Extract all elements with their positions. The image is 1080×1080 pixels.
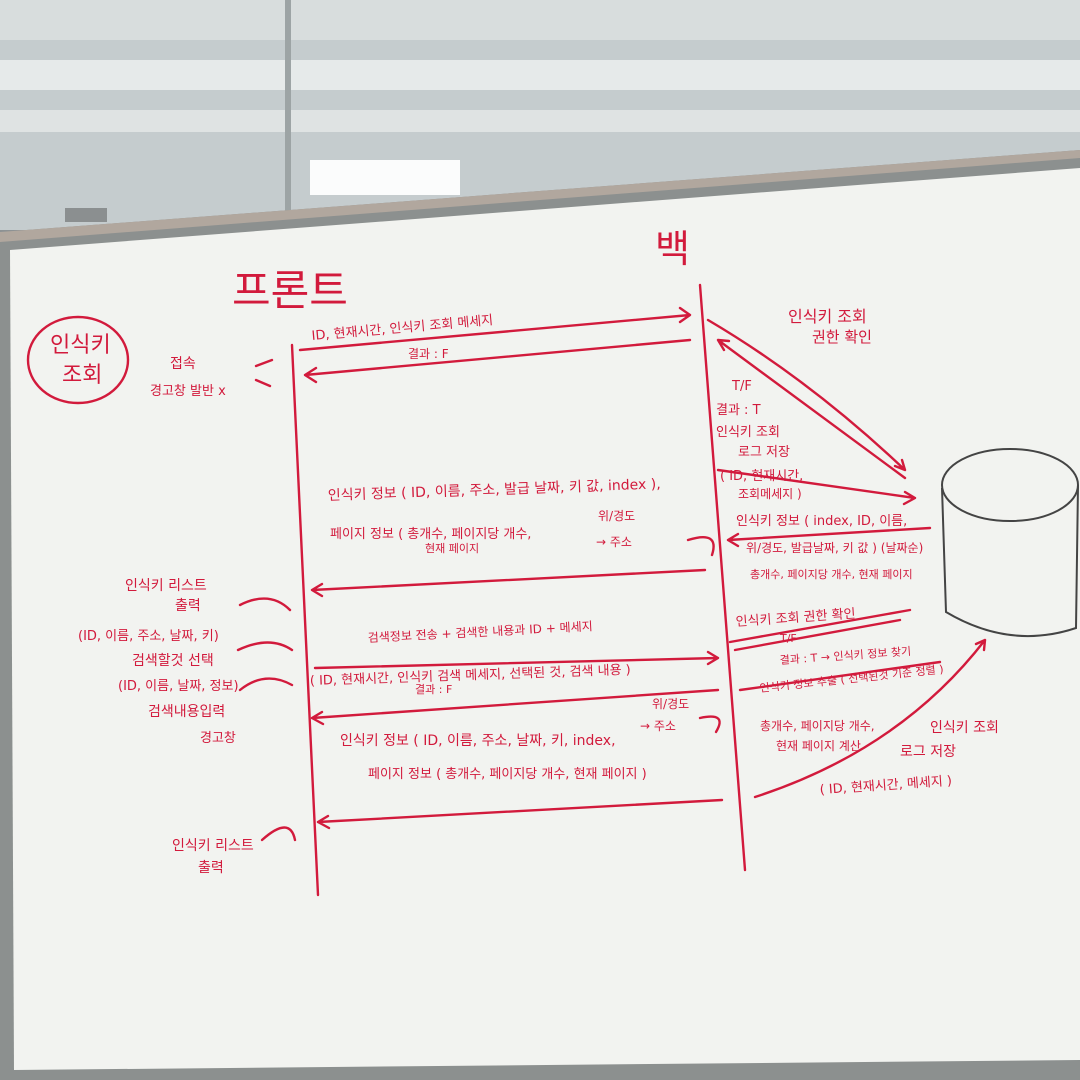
- arrow-request-1: [298, 306, 692, 352]
- back-note-keyinfo-1: 인식키 정보 ( index, ID, 이름,: [736, 514, 907, 529]
- back-note-check-1: 인식키 조회: [788, 307, 867, 326]
- note-input: 검색내용입력: [148, 704, 225, 720]
- arrow-response-2: [310, 568, 707, 598]
- glass-band: [0, 0, 1080, 40]
- msg-address-1: → 주소: [596, 535, 632, 549]
- front-lifeline: [290, 343, 320, 897]
- msg-currentpage-1: 현재 페이지: [425, 542, 479, 555]
- note-output-2: 출력: [198, 860, 224, 876]
- note-connect: 접속: [170, 356, 196, 372]
- loop-front-1: [254, 358, 274, 388]
- arrow-to-db-3: [728, 608, 912, 652]
- back-note-log-2: 로그 저장: [738, 445, 790, 460]
- msg-result-f-1: 결과 : F: [408, 347, 449, 361]
- arrow-request-2: [313, 650, 720, 670]
- loop-back-2: [698, 715, 721, 734]
- note-select: 검색할것 선택: [132, 653, 214, 669]
- circle-outline: [26, 315, 130, 405]
- note-warning-2: 경고창: [200, 731, 236, 746]
- back-note-count-3: 현재 페이지 계산: [776, 739, 861, 753]
- loop-front-4: [238, 677, 294, 692]
- ceiling-light: [310, 160, 460, 195]
- database-body: [941, 484, 1079, 637]
- note-fields-1: (ID, 이름, 주소, 날짜, 키): [78, 629, 219, 644]
- note-fields-2: (ID, 이름, 날짜, 정보): [118, 679, 239, 694]
- note-keylist-1: 인식키 리스트: [125, 578, 207, 594]
- back-note-log-1: 인식키 조회: [716, 425, 780, 440]
- arrow-to-db-2: [716, 468, 917, 506]
- circle-label-1: 인식키: [50, 333, 111, 358]
- board-rail: [0, 150, 1080, 242]
- loop-front-3: [236, 641, 294, 652]
- back-note-count-1: 총개수, 페이지당 개수, 현재 페이지: [750, 568, 913, 581]
- back-note-log-3: ( ID, 현재시간,: [720, 469, 803, 484]
- back-note-result-t-1: 결과 : T: [716, 403, 761, 418]
- msg-address-2: → 주소: [640, 719, 676, 733]
- back-note-keyinfo-2: 위/경도, 발급날짜, 키 값 ) (날짜순): [746, 541, 923, 555]
- arrow-response-4: [316, 798, 724, 830]
- loop-front-5: [260, 826, 297, 842]
- arrow-to-db-1: [706, 318, 907, 472]
- window-frame: [285, 0, 291, 220]
- arrow-response-3: [310, 688, 720, 726]
- board-surface: [10, 168, 1080, 1070]
- note-keylist-2: 인식키 리스트: [172, 838, 254, 854]
- back-title: 백: [655, 227, 690, 271]
- circle-label-2: 조회: [62, 363, 102, 388]
- msg-pageinfo-1: 페이지 정보 ( 총개수, 페이지당 개수,: [330, 527, 531, 542]
- note-warning-1: 경고창 발반 x: [150, 384, 226, 399]
- msg-pageinfo-2: 페이지 정보 ( 총개수, 페이지당 개수, 현재 페이지 ): [368, 767, 647, 782]
- loop-front-2: [238, 597, 292, 612]
- loop-back-1: [686, 535, 715, 557]
- back-note-log-6: 로그 저장: [900, 744, 956, 760]
- glass-stripe: [0, 60, 1080, 90]
- arrow-from-db-1: [716, 338, 907, 480]
- arrow-response-1: [303, 338, 692, 384]
- back-note-tf-1: T/F: [731, 379, 752, 394]
- msg-latlng-1: 위/경도: [598, 509, 635, 523]
- back-note-log-4: 조회메세지 ): [738, 487, 802, 501]
- front-title: 프론트: [232, 266, 348, 315]
- back-note-check-2: 권한 확인: [812, 328, 872, 346]
- msg-result-f-2: 결과 : F: [415, 683, 452, 696]
- back-note-tf-2: T/F: [779, 632, 797, 645]
- msg-keyinfo-2: 인식키 정보 ( ID, 이름, 주소, 날짜, 키, index,: [340, 733, 616, 749]
- eraser: [65, 208, 107, 222]
- back-note-count-2: 총개수, 페이지당 개수,: [760, 719, 875, 733]
- arrow-from-db-3: [738, 660, 942, 692]
- back-lifeline: [698, 283, 747, 872]
- glass-stripe: [0, 110, 1080, 132]
- arrow-to-db-4: [753, 638, 987, 799]
- note-output-1: 출력: [175, 598, 201, 614]
- msg-latlng-2: 위/경도: [652, 697, 689, 711]
- back-note-log-5: 인식키 조회: [930, 720, 999, 736]
- arrow-from-db-2: [726, 526, 932, 548]
